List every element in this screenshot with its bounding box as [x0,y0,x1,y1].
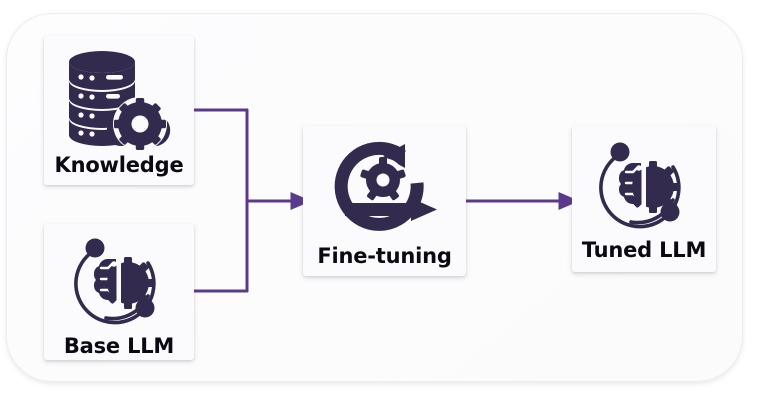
node-tuned-llm-label: Tuned LLM [581,238,707,262]
node-base-llm-label: Base LLM [63,334,175,358]
circular-arrows-gear-icon [325,140,445,238]
node-knowledge[interactable]: Knowledge [44,36,194,185]
node-knowledge-label: Knowledge [54,153,184,177]
node-fine-tuning-label: Fine-tuning [317,244,452,268]
database-stack-with-gear-icon [60,48,178,151]
node-fine-tuning[interactable]: Fine-tuning [303,126,466,276]
node-base-llm[interactable]: Base LLM [44,224,194,360]
brain-gear-orbit-icon [590,138,698,236]
node-tuned-llm[interactable]: Tuned LLM [572,126,716,272]
brain-gear-orbit-icon [65,234,173,332]
